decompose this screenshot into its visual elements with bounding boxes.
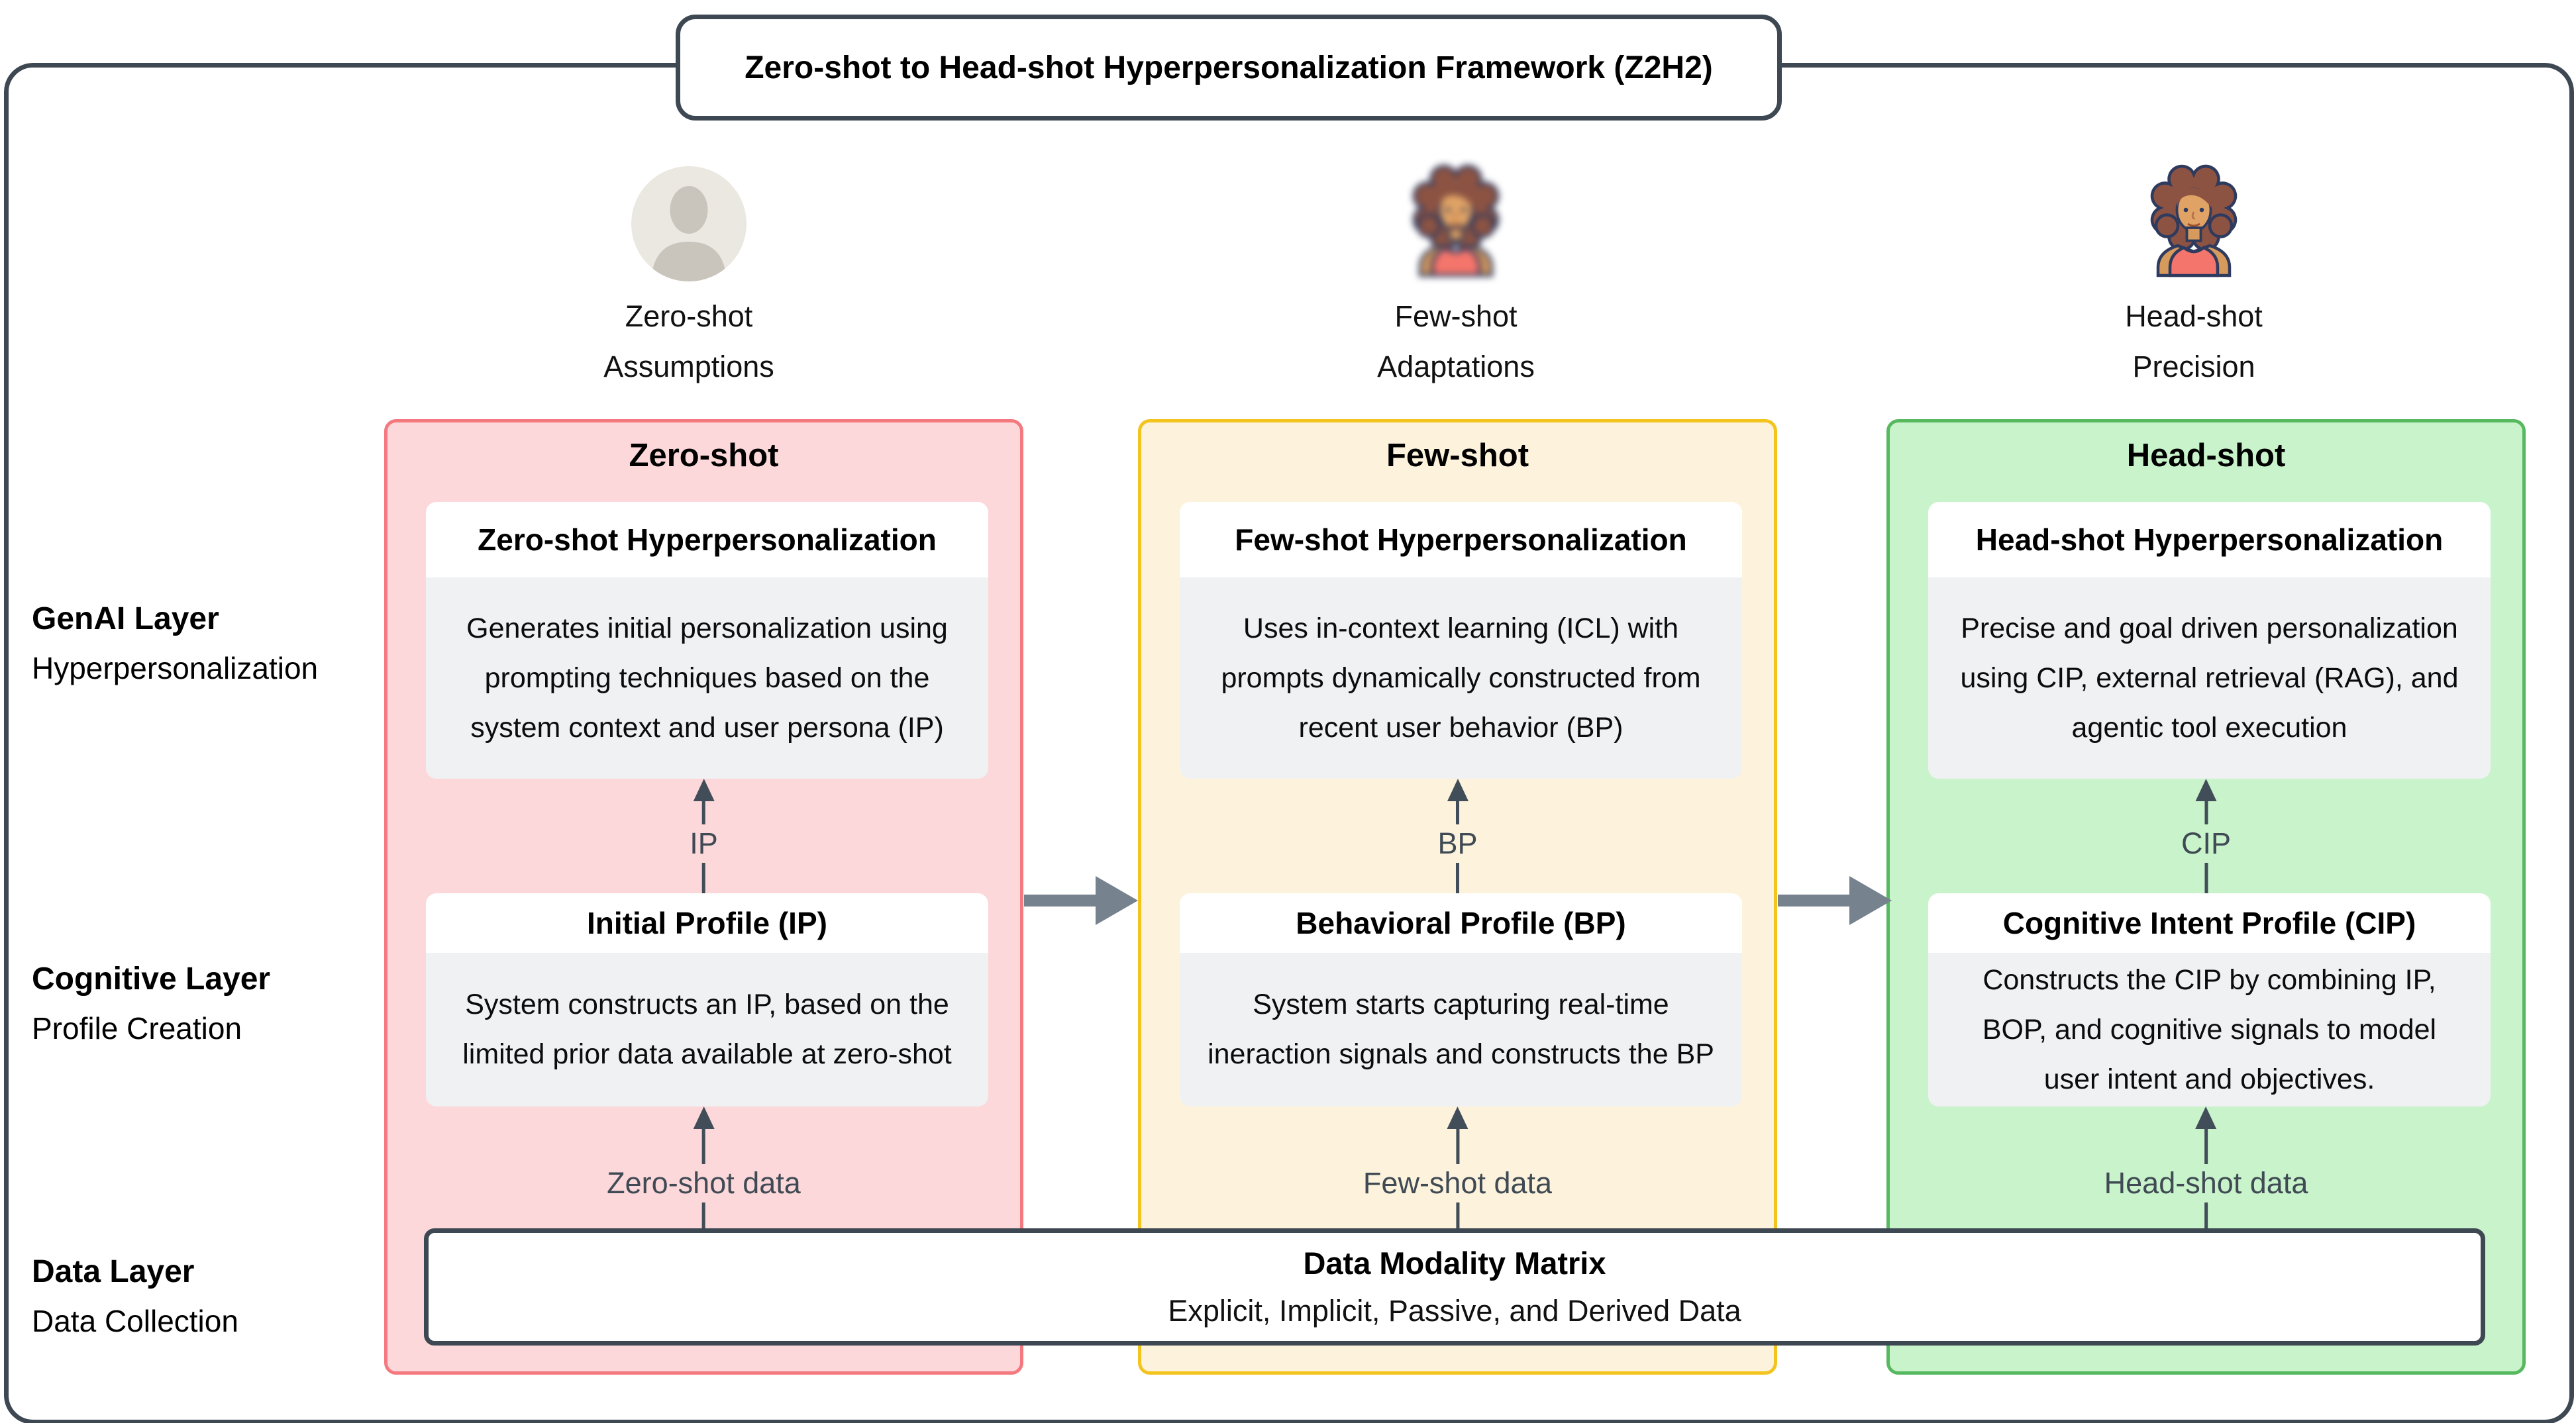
caption-line: Zero-shot xyxy=(625,299,753,333)
framework-title-box: Zero-shot to Head-shot Hyperpersonalizat… xyxy=(676,15,1782,121)
card-head-shot-hyperpersonalization: Head-shot Hyperpersonalization Precise a… xyxy=(1928,502,2491,779)
arrow-up-icon xyxy=(2195,779,2217,801)
flow-arrow-few-to-head xyxy=(1778,876,1892,925)
persona-caption-zero-shot: Zero-shot Assumptions xyxy=(457,291,921,392)
column-zero-shot: Zero-shot Zero-shot Hyperpersonalization… xyxy=(384,419,1023,1375)
column-header: Few-shot xyxy=(1386,438,1529,473)
card-initial-profile: Initial Profile (IP) System constructs a… xyxy=(426,893,988,1106)
connector-zero-shot-data: Zero-shot data xyxy=(607,1106,801,1232)
card-behavioral-profile: Behavioral Profile (BP) System starts ca… xyxy=(1180,893,1742,1106)
card-title: Cognitive Intent Profile (CIP) xyxy=(1928,893,2491,953)
card-cognitive-intent-profile: Cognitive Intent Profile (CIP) Construct… xyxy=(1928,893,2491,1106)
connector-label: BP xyxy=(1437,826,1478,861)
column-header: Zero-shot xyxy=(629,438,779,473)
connector-line xyxy=(702,801,705,825)
column-few-shot: Few-shot Few-shot Hyperpersonalization U… xyxy=(1138,419,1777,1375)
connector-line xyxy=(702,1129,705,1164)
arrow-right-icon xyxy=(1096,876,1138,925)
card-title: Head-shot Hyperpersonalization xyxy=(1928,502,2491,577)
column-header: Head-shot xyxy=(2126,438,2286,473)
connector-bp: BP xyxy=(1437,779,1478,893)
layer-title: Cognitive Layer xyxy=(32,961,271,997)
connector-head-shot-data: Head-shot data xyxy=(2104,1106,2308,1232)
connector-label: Zero-shot data xyxy=(607,1166,801,1200)
card-few-shot-hyperpersonalization: Few-shot Hyperpersonalization Uses in-co… xyxy=(1180,502,1742,779)
blurred-woman-avatar-icon xyxy=(1396,164,1516,283)
column-head-shot: Head-shot Head-shot Hyperpersonalization… xyxy=(1886,419,2526,1375)
framework-title: Zero-shot to Head-shot Hyperpersonalizat… xyxy=(745,50,1713,85)
card-title: Few-shot Hyperpersonalization xyxy=(1180,502,1742,577)
card-body: Uses in-context learning (ICL) with prom… xyxy=(1180,577,1742,779)
matrix-subtitle: Explicit, Implicit, Passive, and Derived… xyxy=(1168,1293,1741,1328)
connector-cip: CIP xyxy=(2181,779,2231,893)
connector-few-shot-data: Few-shot data xyxy=(1363,1106,1552,1232)
layer-subtitle: Hyperpersonalization xyxy=(32,651,319,685)
woman-avatar-icon xyxy=(2134,164,2253,283)
connector-line xyxy=(2204,863,2208,893)
connector-label: Few-shot data xyxy=(1363,1166,1553,1200)
persona-caption-few-shot: Few-shot Adaptations xyxy=(1224,291,1688,392)
caption-line: Few-shot xyxy=(1394,299,1518,333)
connector-ip: IP xyxy=(690,779,718,893)
arrow-shaft xyxy=(1024,895,1096,907)
card-body: System constructs an IP, based on the li… xyxy=(426,953,988,1106)
layer-label-cognitive: Cognitive Layer Profile Creation xyxy=(32,955,383,1053)
layer-title: GenAI Layer xyxy=(32,601,219,636)
arrow-shaft xyxy=(1778,895,1849,907)
arrow-up-icon xyxy=(1447,779,1468,801)
card-title: Zero-shot Hyperpersonalization xyxy=(426,502,988,577)
connector-label: IP xyxy=(690,826,718,861)
arrow-up-icon xyxy=(693,1106,715,1129)
connector-line xyxy=(2204,801,2208,825)
arrow-up-icon xyxy=(693,779,715,801)
arrow-up-icon xyxy=(2195,1106,2217,1129)
data-modality-matrix: Data Modality Matrix Explicit, Implicit,… xyxy=(424,1228,2485,1346)
connector-line xyxy=(1455,1129,1459,1164)
layer-subtitle: Data Collection xyxy=(32,1304,238,1338)
layer-label-genai: GenAI Layer Hyperpersonalization xyxy=(32,595,383,693)
flow-arrow-zero-to-few xyxy=(1024,876,1138,925)
connector-label: Head-shot data xyxy=(2104,1166,2308,1200)
connector-line xyxy=(1456,863,1459,893)
connector-line xyxy=(702,863,705,893)
card-body: Constructs the CIP by combining IP, BOP,… xyxy=(1928,953,2491,1106)
card-title: Initial Profile (IP) xyxy=(426,893,988,953)
card-body: System starts capturing real-time inerac… xyxy=(1180,953,1742,1106)
card-zero-shot-hyperpersonalization: Zero-shot Hyperpersonalization Generates… xyxy=(426,502,988,779)
card-body: Generates initial personalization using … xyxy=(426,577,988,779)
layer-subtitle: Profile Creation xyxy=(32,1011,242,1046)
caption-line: Precision xyxy=(2132,350,2255,383)
connector-line xyxy=(1456,801,1459,825)
connector-label: CIP xyxy=(2181,826,2232,861)
persona-caption-head-shot: Head-shot Precision xyxy=(1962,291,2426,392)
layer-title: Data Layer xyxy=(32,1254,195,1289)
connector-line xyxy=(702,1202,705,1232)
layer-label-data: Data Layer Data Collection xyxy=(32,1248,383,1346)
caption-line: Adaptations xyxy=(1377,350,1535,383)
caption-line: Assumptions xyxy=(603,350,774,383)
connector-line xyxy=(2204,1202,2208,1232)
arrow-right-icon xyxy=(1849,876,1892,925)
connector-line xyxy=(1455,1202,1459,1232)
card-body: Precise and goal driven personalization … xyxy=(1928,577,2491,779)
arrow-up-icon xyxy=(1447,1106,1468,1129)
matrix-title: Data Modality Matrix xyxy=(1303,1245,1606,1281)
card-title: Behavioral Profile (BP) xyxy=(1180,893,1742,953)
caption-line: Head-shot xyxy=(2125,299,2263,333)
connector-line xyxy=(2204,1129,2208,1164)
person-silhouette-icon xyxy=(629,164,748,283)
